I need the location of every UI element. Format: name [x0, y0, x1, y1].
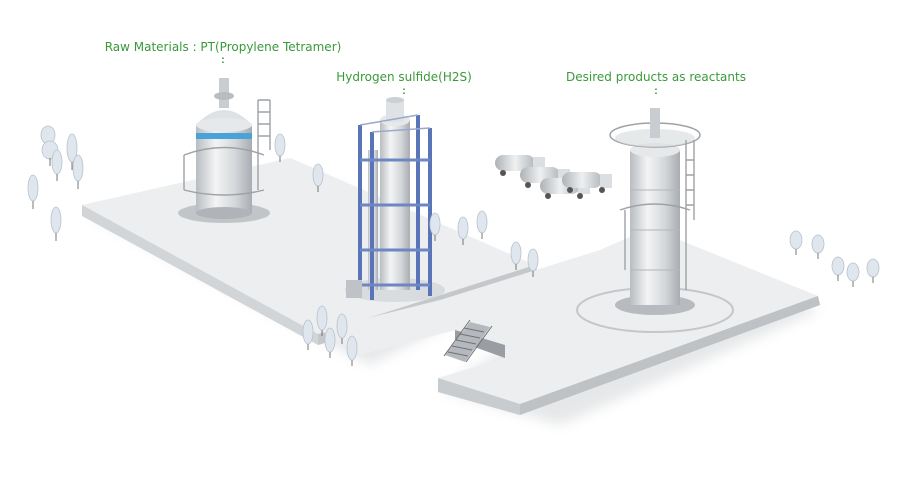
trees — [27, 125, 880, 366]
raw-material-tank — [178, 78, 271, 223]
tanker-trucks — [495, 155, 612, 199]
h2s-structure — [345, 97, 445, 302]
leader-dots-products: : — [654, 85, 658, 97]
right-platform — [320, 228, 820, 415]
label-products: Desired products as reactants — [566, 70, 746, 84]
leader-dots-h2s: : — [402, 85, 406, 97]
leader-dots-raw-materials: : — [221, 54, 225, 66]
stairway — [443, 319, 505, 363]
label-raw-materials: Raw Materials : PT(Propylene Tetramer) — [104, 40, 342, 54]
product-reactor-tower — [576, 108, 734, 333]
label-h2s: Hydrogen sulfide(H2S) — [336, 70, 472, 84]
